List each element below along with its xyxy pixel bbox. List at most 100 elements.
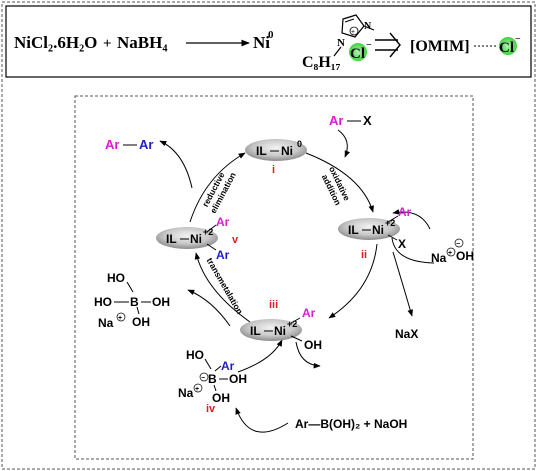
species-iii-ellipse	[240, 319, 302, 341]
arrow-nax-out	[392, 251, 413, 317]
arrow-oxidative-addition	[305, 152, 374, 213]
ring-plus: +	[351, 28, 355, 36]
biaryl-ar1: Ar	[105, 137, 119, 152]
iv-b: B	[208, 372, 217, 386]
boric-ho-top: HO	[107, 271, 125, 285]
product-ni-superscript: 0	[268, 29, 274, 41]
boric-acid-salt: HO HO B OH OH Na +	[94, 271, 170, 330]
species-ii-ar: Ar	[398, 205, 412, 219]
species-iii-oh: OH	[304, 338, 322, 352]
aryl-halide: Ar X	[329, 113, 372, 128]
omim-structure: + N N C₈H₁₇ Cl −	[302, 14, 375, 71]
iv-b-minus: −	[201, 375, 205, 382]
species-ii-ellipse	[338, 218, 400, 240]
omim-abbreviation: [OMIM] Cl −	[410, 34, 521, 56]
species-ii-ni: Ni	[372, 223, 384, 237]
step-transmetalation: transmetalation	[205, 256, 245, 316]
octyl-bond	[333, 46, 342, 57]
arrow-transmetalation	[194, 252, 251, 323]
species-i-ellipse	[245, 139, 307, 161]
naoh-minus: −	[456, 241, 460, 248]
sodium-halide: NaX	[395, 327, 418, 341]
arrow-boronate-in	[237, 339, 283, 373]
omim-label: [OMIM]	[410, 38, 470, 55]
reactant-nicl2: NiCl₂.6H₂O	[14, 33, 97, 52]
naoh-oh: OH	[456, 249, 474, 263]
sodium-hydroxide: Na + − OH	[431, 238, 474, 265]
ring-n1: N	[337, 37, 345, 49]
step-oxidative-addition: oxidative addition	[320, 165, 352, 207]
chloride-label: Cl	[350, 46, 365, 62]
synthesis-reaction: NiCl₂.6H₂O + NaBH₄ Ni 0	[14, 29, 274, 52]
species-v-ar2: Ar	[216, 248, 230, 262]
iv-ar: Ar	[221, 359, 235, 373]
iv-ho-top: HO	[186, 348, 204, 362]
species-i-il: IL	[256, 144, 267, 158]
biaryl-product: Ar Ar	[105, 137, 153, 152]
arrow-reductive-elimination	[189, 152, 246, 223]
arrow-nax-branch	[391, 237, 435, 264]
label-iii: iii	[269, 299, 278, 311]
transmetalation-text: transmetalation	[205, 256, 245, 316]
species-v: IL Ni +2 Ar Ar v	[156, 215, 239, 262]
biaryl-ar2: Ar	[139, 137, 153, 152]
species-iii-il: IL	[250, 324, 261, 338]
species-i-ni: Ni	[281, 144, 293, 158]
abbr-chloride-highlight	[499, 37, 517, 55]
species-v-ellipse	[156, 227, 218, 249]
species-iii-ox: +2	[287, 319, 297, 329]
species-v-il: IL	[166, 232, 177, 246]
arrow-arx-in	[337, 129, 350, 158]
species-ii: IL Ni +2 Ar X ii	[338, 205, 412, 261]
boric-ho-left: HO	[94, 295, 112, 309]
ring-double-bond	[344, 18, 355, 23]
species-v-ar1: Ar	[216, 215, 230, 229]
species-v-ox: +2	[203, 227, 213, 237]
species-i: IL Ni 0 i	[245, 139, 307, 176]
methyl-bond	[363, 25, 375, 31]
arrow-iii-oh	[295, 341, 321, 369]
aryl-halide-ar: Ar	[329, 113, 343, 128]
chloride-highlight-circle	[349, 43, 367, 61]
positive-charge-circle	[349, 26, 359, 36]
species-ii-ox: +2	[385, 218, 395, 228]
cycle-dashed-frame	[74, 95, 474, 460]
iv-oh-bottom: OH	[212, 391, 230, 405]
boronic-acid-reagent: Ar—B(OH)₂ + NaOH	[295, 417, 407, 431]
ring-n3: N	[364, 21, 372, 32]
species-ii-il: IL	[348, 223, 359, 237]
arrow-reagent-in	[235, 407, 289, 433]
species-v-ni: Ni	[190, 232, 202, 246]
naoh-plus: +	[448, 250, 452, 257]
boric-na-plus: +	[118, 315, 122, 322]
species-iv: HO Ar − B OH OH Na + iv	[178, 348, 247, 415]
top-reaction-box	[5, 5, 532, 78]
iv-oh-right: OH	[229, 372, 247, 386]
plus-sign: +	[103, 36, 112, 52]
aryl-halide-x: X	[363, 113, 372, 128]
label-v: v	[232, 234, 239, 246]
boric-na: Na	[98, 316, 114, 330]
iv-na: Na	[178, 386, 194, 400]
arrow-boric-out	[187, 289, 231, 327]
arrow-to-iii	[328, 243, 378, 319]
imidazolium-ring	[341, 14, 365, 38]
cycle-arrows	[159, 129, 435, 433]
species-iii-ar: Ar	[302, 306, 316, 320]
abbr-chloride-label: Cl	[499, 40, 514, 56]
implies-arrow	[375, 32, 401, 58]
boric-b: B	[130, 295, 139, 309]
product-ni: Ni	[253, 33, 270, 52]
boric-oh-bottom: OH	[132, 315, 150, 329]
octyl-substituent: C₈H₁₇	[302, 54, 341, 71]
species-iii: IL Ni +2 Ar OH iii	[240, 299, 322, 352]
naoh-na: Na	[431, 251, 447, 265]
boric-oh-right: OH	[152, 295, 170, 309]
species-i-ox: 0	[297, 139, 302, 149]
label-iv: iv	[206, 403, 216, 415]
chloride-minus: −	[366, 40, 372, 51]
species-ii-x: X	[398, 237, 406, 251]
